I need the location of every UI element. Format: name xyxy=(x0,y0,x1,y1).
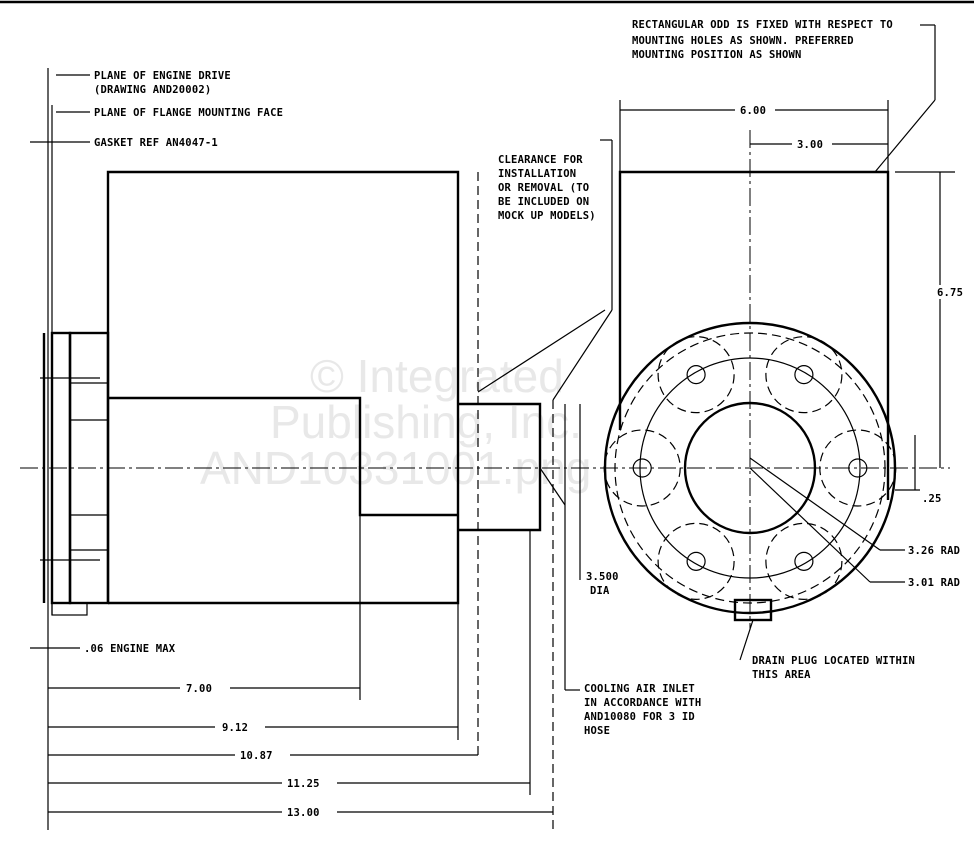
hole-clearance-circle xyxy=(765,522,843,600)
svg-text:INSTALLATION: INSTALLATION xyxy=(498,168,576,180)
cooling-note: COOLING AIR INLET IN ACCORDANCE WITH AND… xyxy=(584,683,701,737)
drain-note: DRAIN PLUG LOCATED WITHIN THIS AREA xyxy=(752,655,915,681)
dim-9-12: 9.12 xyxy=(222,722,248,734)
hole-clearance-circle xyxy=(657,522,735,600)
svg-text:THIS AREA: THIS AREA xyxy=(752,669,811,681)
dim-half-width: 3.00 xyxy=(797,139,823,151)
dim-13-00: 13.00 xyxy=(287,807,320,819)
dim-offset: .25 xyxy=(922,493,942,505)
svg-text:OR REMOVAL (TO: OR REMOVAL (TO xyxy=(498,182,589,194)
note-gasket: GASKET REF AN4047-1 xyxy=(94,137,218,149)
side-view xyxy=(20,68,613,830)
dim-outer-radius: 3.26 RAD xyxy=(908,545,960,557)
dim-dia-value: 3.500 xyxy=(586,571,619,583)
svg-text:RECTANGULAR ODD IS FIXED WITH: RECTANGULAR ODD IS FIXED WITH RESPECT TO xyxy=(632,19,893,31)
mounting-hole xyxy=(686,365,706,385)
svg-text:IN ACCORDANCE WITH: IN ACCORDANCE WITH xyxy=(584,697,701,709)
dim-11-25: 11.25 xyxy=(287,778,320,790)
svg-text:BE INCLUDED ON: BE INCLUDED ON xyxy=(498,196,589,208)
watermark-line-1: © Integrated xyxy=(310,350,564,402)
note-plane-flange: PLANE OF FLANGE MOUNTING FACE xyxy=(94,107,283,119)
svg-text:CLEARANCE FOR: CLEARANCE FOR xyxy=(498,154,583,166)
dim-dia-label: DIA xyxy=(590,585,610,597)
svg-text:MOUNTING HOLES AS SHOWN. PREF: MOUNTING HOLES AS SHOWN. PREFERRED xyxy=(632,35,854,47)
length-dimensions: 7.00 9.12 10.87 11.25 13.00 xyxy=(48,515,553,819)
dim-10-87: 10.87 xyxy=(240,750,273,762)
mounting-hole xyxy=(794,551,814,571)
svg-text:MOUNTING POSITION AS SHOWN: MOUNTING POSITION AS SHOWN xyxy=(632,49,802,61)
mounting-hole xyxy=(794,365,814,385)
dim-7-00: 7.00 xyxy=(186,683,212,695)
svg-text:HOSE: HOSE xyxy=(584,725,610,737)
svg-text:MOCK UP MODELS): MOCK UP MODELS) xyxy=(498,210,596,222)
svg-text:COOLING AIR INLET: COOLING AIR INLET xyxy=(584,683,695,695)
svg-text:DRAIN PLUG LOCATED WITHIN: DRAIN PLUG LOCATED WITHIN xyxy=(752,655,915,667)
dim-inner-radius: 3.01 RAD xyxy=(908,577,960,589)
mounting-hole xyxy=(686,551,706,571)
hole-clearance-circle xyxy=(657,336,735,414)
note-engine-max: .06 ENGINE MAX xyxy=(84,643,176,655)
dim-width: 6.00 xyxy=(740,105,766,117)
svg-text:AND10080 FOR 3 ID: AND10080 FOR 3 ID xyxy=(584,711,695,723)
end-view xyxy=(600,24,955,661)
dim-height: 6.75 xyxy=(937,287,963,299)
rectangular-note: RECTANGULAR ODD IS FIXED WITH RESPECT TO… xyxy=(632,19,893,61)
watermark: © Integrated Publishing, Inc. AND1033100… xyxy=(200,350,591,494)
note-drawing-ref: (DRAWING AND20002) xyxy=(94,84,211,96)
hole-clearance-circle xyxy=(765,336,843,414)
clearance-note: CLEARANCE FOR INSTALLATION OR REMOVAL (T… xyxy=(498,154,596,222)
note-plane-engine-drive: PLANE OF ENGINE DRIVE xyxy=(94,70,231,82)
